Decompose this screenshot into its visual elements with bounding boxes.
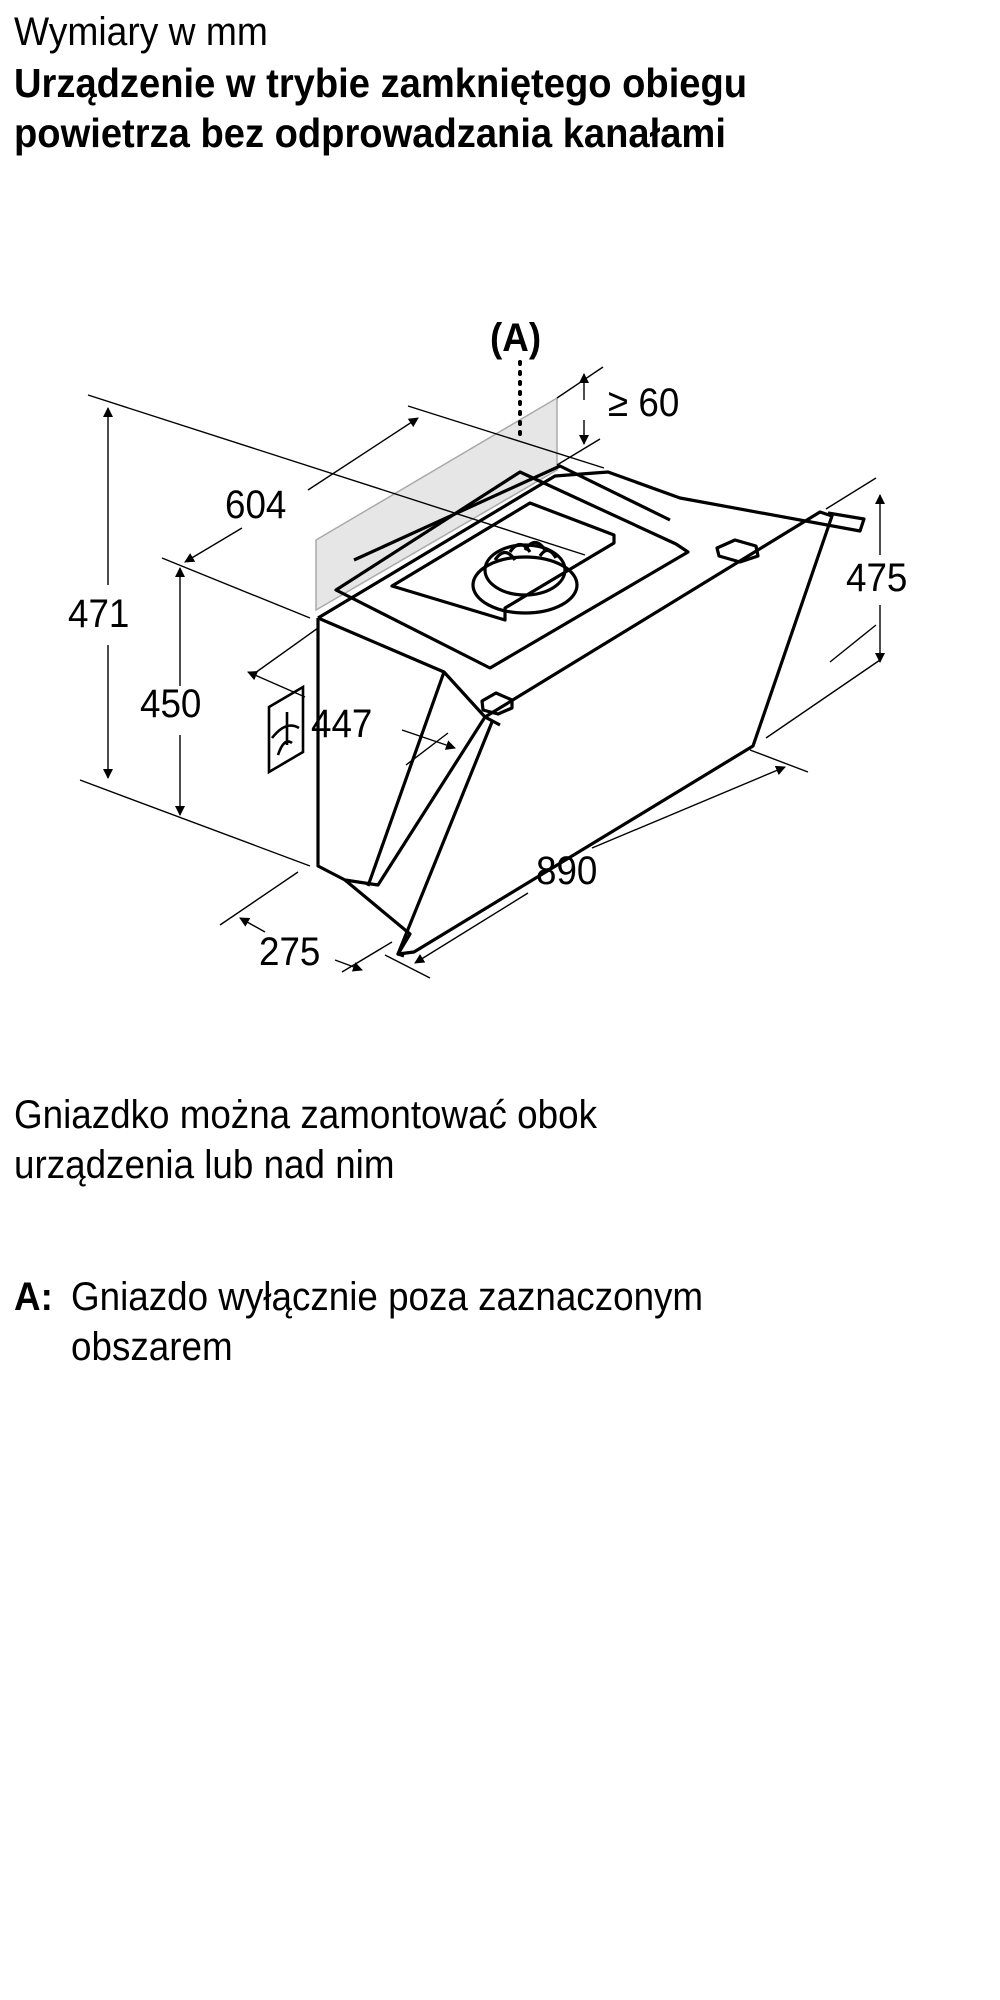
dim-height-body: 450 bbox=[140, 682, 202, 726]
socket-note-line-2: urządzenia lub nad nim bbox=[14, 1143, 395, 1187]
legend-line-1: Gniazdo wyłącznie poza zaznaczonym bbox=[71, 1275, 704, 1319]
dim-height-total: 471 bbox=[68, 592, 130, 636]
dim-width-top: 604 bbox=[225, 483, 287, 527]
socket-note: Gniazdko można zamontować obok urządzeni… bbox=[14, 1090, 597, 1190]
legend-text: Gniazdo wyłącznie poza zaznaczonym obsza… bbox=[71, 1272, 703, 1372]
dimensions-unit-label: Wymiary w mm bbox=[14, 10, 268, 54]
dim-depth-bottom: 275 bbox=[259, 930, 321, 974]
title-line-2: powietrza bez odprowadzania kanałami bbox=[14, 110, 726, 156]
socket-note-line-1: Gniazdko można zamontować obok bbox=[14, 1093, 597, 1137]
title-line-1: Urządzenie w trybie zamkniętego obiegu bbox=[14, 60, 748, 106]
legend-line-2: obszarem bbox=[71, 1325, 233, 1369]
hood-dimension-diagram bbox=[79, 360, 885, 979]
dim-depth-side: 447 bbox=[311, 702, 373, 746]
hood-outline bbox=[316, 464, 866, 958]
socket-icon bbox=[267, 684, 305, 775]
area-a-label: (A) bbox=[490, 316, 542, 360]
socket-exclusion-area bbox=[315, 396, 558, 612]
legend-key: A: bbox=[14, 1275, 53, 1319]
page-title: Urządzenie w trybie zamkniętego obiegu p… bbox=[14, 58, 747, 158]
legend-a: A: Gniazdo wyłącznie poza zaznaczonym ob… bbox=[14, 1272, 703, 1372]
dim-height-front: 475 bbox=[846, 556, 908, 600]
dim-clearance: ≥ 60 bbox=[608, 381, 680, 425]
dim-width-front: 890 bbox=[536, 849, 598, 893]
